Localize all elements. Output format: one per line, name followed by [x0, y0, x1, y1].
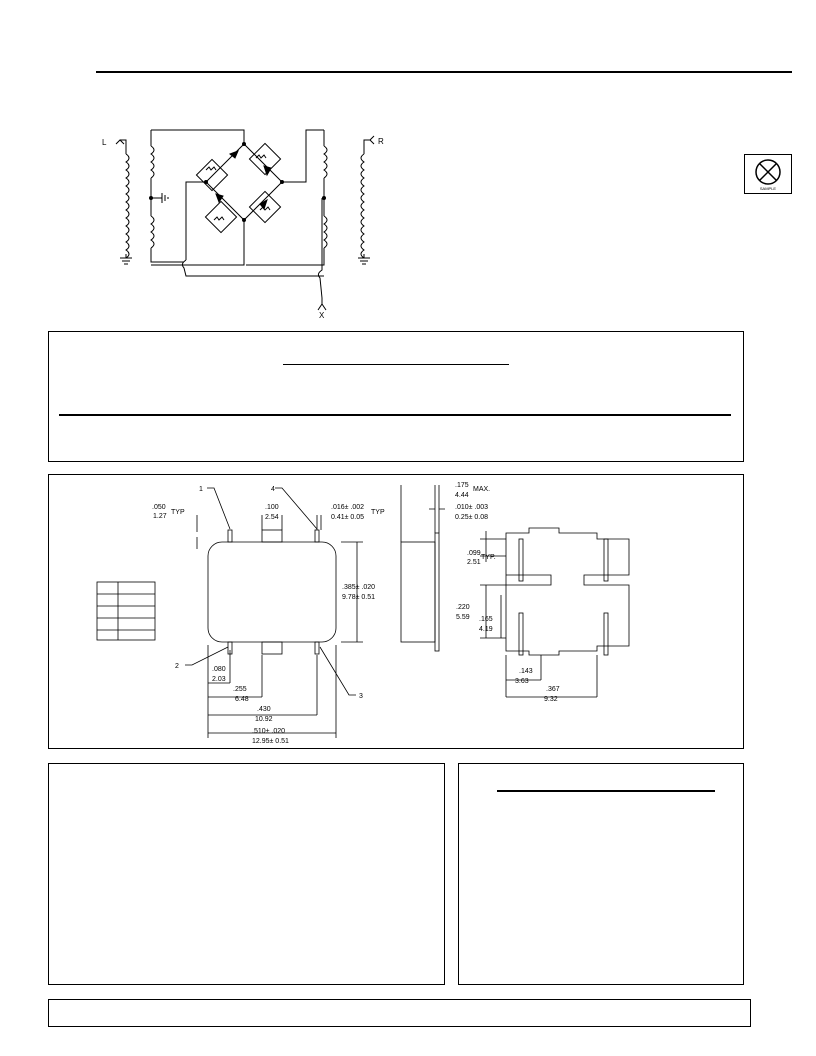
logo-caption: SAMPLE	[760, 186, 777, 191]
dim-080-in: .080	[212, 666, 226, 673]
dim-143-mm: 3.63	[515, 678, 529, 685]
dim-050-in: .050	[152, 504, 166, 511]
pin-label-4: 4	[271, 486, 275, 493]
header-rule	[96, 71, 792, 73]
dim-100-mm: 2.54	[265, 514, 279, 521]
dim-367-in: .367	[546, 686, 560, 693]
dim-510-in: .510± .020	[252, 728, 285, 735]
dim-050-typ: TYP	[171, 509, 185, 516]
dim-016-in: .016± .002	[331, 504, 364, 511]
ordering-title-rule	[497, 790, 715, 792]
outline-drawing-panel: 1 4 2 3 .050 1.27 TYP .100 2.54 .016± .0…	[48, 474, 744, 749]
dim-175-in: .175	[455, 482, 469, 489]
specifications-divider	[59, 414, 731, 416]
dim-010-mm: 0.25± 0.08	[455, 514, 488, 521]
dim-510-mm: 12.95± 0.51	[252, 738, 289, 745]
mixer-schematic: L R X	[102, 129, 384, 320]
footer-panel	[48, 999, 751, 1027]
dim-255-mm: 6.48	[235, 696, 249, 703]
dim-385-in: .385± .020	[342, 584, 375, 591]
dim-099-in: .099	[467, 550, 481, 557]
dim-050-mm: 1.27	[153, 513, 167, 520]
pin-label-3: 3	[359, 693, 363, 700]
dim-016-typ: TYP	[371, 509, 385, 516]
port-label-left: L	[102, 138, 107, 147]
dim-099-mm: 2.51	[467, 559, 481, 566]
dim-100-in: .100	[265, 504, 279, 511]
brand-logo: SAMPLE	[744, 154, 792, 194]
dim-143-in: .143	[519, 668, 533, 675]
dim-255-in: .255	[233, 686, 247, 693]
dim-430-in: .430	[257, 706, 271, 713]
dim-175-max: MAX.	[473, 486, 490, 493]
specifications-title-rule	[283, 364, 509, 365]
pin-label-2: 2	[175, 663, 179, 670]
specifications-panel	[48, 331, 744, 462]
ordering-panel	[458, 763, 744, 985]
dim-099-typ: TYP.	[481, 554, 496, 561]
pin-label-1: 1	[199, 486, 203, 493]
crossed-circle-icon: SAMPLE	[755, 159, 781, 191]
dim-220-mm: 5.59	[456, 614, 470, 621]
dim-175-mm: 4.44	[455, 492, 469, 499]
dim-430-mm: 10.92	[255, 716, 273, 723]
port-label-right: R	[378, 137, 384, 146]
outline-drawing: 1 4 2 3 .050 1.27 TYP .100 2.54 .016± .0…	[96, 482, 630, 745]
dim-367-mm: 9.32	[544, 696, 558, 703]
dim-080-mm: 2.03	[212, 676, 226, 683]
notes-panel	[48, 763, 445, 985]
dim-385-mm: 9.78± 0.51	[342, 594, 375, 601]
dim-165-in: .165	[479, 616, 493, 623]
dim-016-mm: 0.41± 0.05	[331, 514, 364, 521]
dim-220-in: .220	[456, 604, 470, 611]
dim-010-in: .010± .003	[455, 504, 488, 511]
port-label-x: X	[319, 311, 325, 320]
dim-165-mm: 4.19	[479, 626, 493, 633]
